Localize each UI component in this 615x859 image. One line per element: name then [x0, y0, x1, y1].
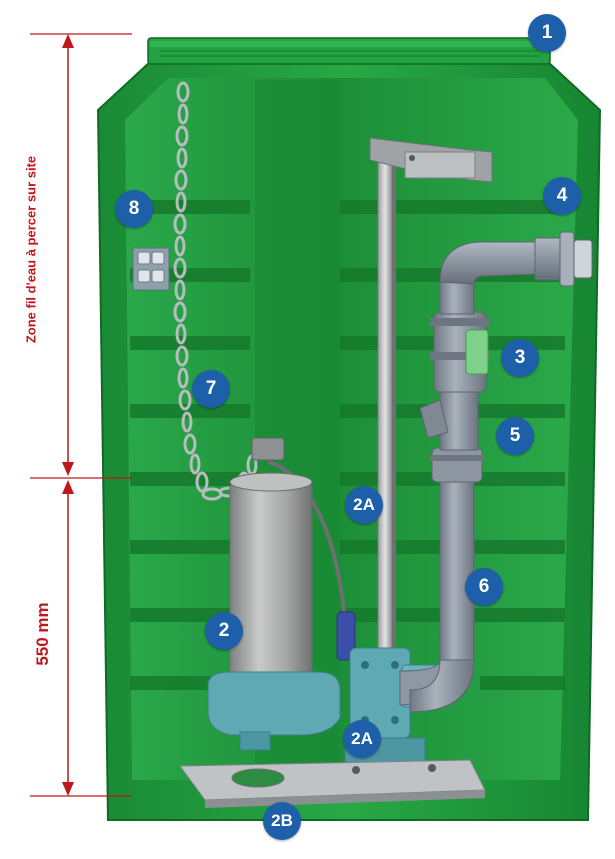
check-valve	[439, 387, 479, 451]
callout-2: 2	[205, 612, 243, 650]
cable-glands	[132, 247, 170, 291]
lid-texture	[160, 50, 540, 57]
level-float	[336, 611, 356, 661]
discharge-outlet	[534, 237, 564, 281]
callout-3: 3	[501, 339, 539, 377]
gate-valve-handle	[465, 329, 489, 375]
callout-2B: 2B	[263, 802, 301, 840]
dimension-lines	[30, 33, 132, 797]
discharge-pipe-vertical	[439, 479, 475, 666]
callout-4: 4	[543, 177, 581, 215]
callout-2A-lower: 2A	[343, 720, 381, 758]
callout-8: 8	[115, 190, 153, 228]
pump-volute	[207, 671, 341, 736]
callout-6: 6	[465, 568, 503, 606]
callout-7: 7	[192, 370, 230, 408]
callout-1: 1	[528, 14, 566, 52]
base-plate-hole	[231, 768, 285, 788]
pump-motor	[229, 479, 313, 681]
pump-cable	[267, 460, 348, 641]
upper-zone-label: Zone fil d'eau à percer sur site	[23, 155, 39, 344]
callout-2A-upper: 2A	[345, 486, 383, 524]
lower-height-label: 550 mm	[33, 602, 52, 666]
pump-handle	[251, 437, 285, 461]
guide-rail	[377, 149, 393, 661]
callout-5: 5	[496, 417, 534, 455]
